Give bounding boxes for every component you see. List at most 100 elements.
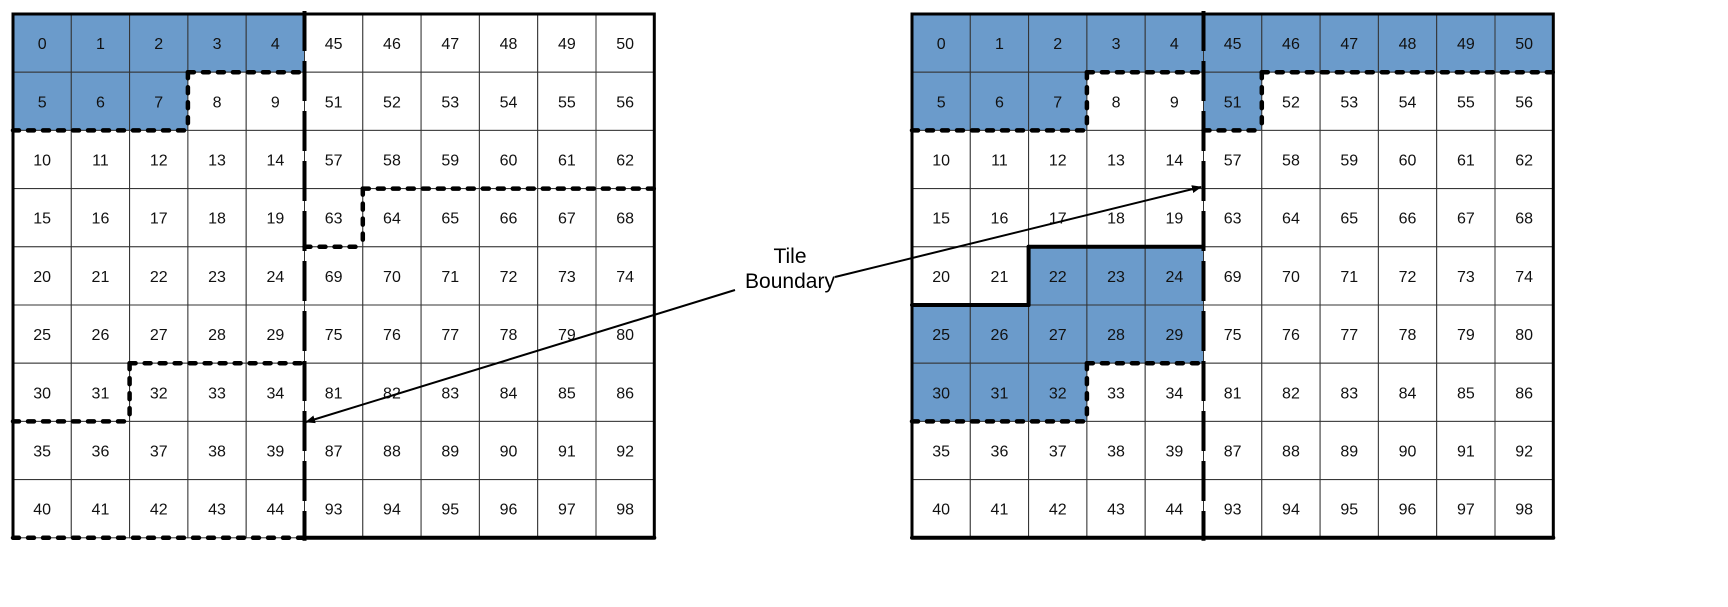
cell-box <box>911 13 971 73</box>
cell-number: 78 <box>500 327 518 344</box>
cell-number: 49 <box>558 36 576 53</box>
grid-cell: 15 <box>911 188 971 248</box>
grid-cell: 81 <box>304 362 364 422</box>
cell-box <box>595 479 655 539</box>
cell-box <box>304 129 364 190</box>
cell-box <box>1203 304 1263 364</box>
grid-cell: 97 <box>1436 479 1496 539</box>
cell-number: 6 <box>96 94 105 111</box>
grid-cell: 88 <box>1261 420 1321 481</box>
cell-box <box>1377 71 1438 131</box>
grid-cell: 71 <box>420 246 480 306</box>
grid-cell: 97 <box>537 479 597 539</box>
cell-number: 98 <box>1515 502 1533 519</box>
grid-cell: 35 <box>12 420 72 481</box>
grid-cell: 27 <box>129 304 189 364</box>
grid-cell: 47 <box>1319 13 1379 73</box>
cell-number: 72 <box>500 269 518 286</box>
cell-number: 45 <box>1224 36 1242 53</box>
cell-number: 21 <box>92 269 110 286</box>
cell-number: 76 <box>383 327 401 344</box>
cell-number: 89 <box>1340 444 1358 461</box>
cell-number: 47 <box>441 36 459 53</box>
cell-number: 40 <box>932 502 950 519</box>
cell-number: 0 <box>937 36 946 53</box>
grid-cell: 34 <box>1144 362 1204 422</box>
cell-number: 12 <box>150 153 168 170</box>
grid-cell: 94 <box>362 479 422 539</box>
cell-box <box>12 129 72 190</box>
cell-number: 52 <box>1282 94 1300 111</box>
cell-number: 1 <box>995 36 1004 53</box>
cell-box <box>1436 188 1496 248</box>
cell-number: 27 <box>1049 327 1067 344</box>
grid-cell: 24 <box>245 246 305 306</box>
cell-number: 32 <box>1049 385 1067 402</box>
grid-cell: 16 <box>969 188 1030 248</box>
cell-number: 69 <box>325 269 343 286</box>
grid-cell: 33 <box>187 362 247 422</box>
cell-number: 93 <box>1224 502 1242 519</box>
cell-number: 17 <box>150 211 168 228</box>
cell-number: 3 <box>213 36 222 53</box>
cell-number: 48 <box>1399 36 1417 53</box>
grid-cell: 53 <box>420 71 480 131</box>
grid-cell: 52 <box>1261 71 1321 131</box>
grid-cell: 37 <box>1028 420 1088 481</box>
grid-cell: 87 <box>304 420 364 481</box>
cell-box <box>1436 129 1496 190</box>
grid-cell: 4 <box>1144 13 1204 73</box>
grid-cell: 72 <box>1377 246 1438 306</box>
cell-number: 39 <box>1165 444 1183 461</box>
cell-box <box>537 71 597 131</box>
cell-box <box>1261 420 1321 481</box>
grid-cell: 95 <box>420 479 480 539</box>
cell-number: 4 <box>1170 36 1179 53</box>
cell-box <box>70 13 131 73</box>
cell-box <box>1144 362 1204 422</box>
cell-number: 61 <box>1457 153 1475 170</box>
cell-box <box>1203 479 1263 539</box>
grid-cell: 32 <box>129 362 189 422</box>
grid-cell: 22 <box>129 246 189 306</box>
cell-box <box>595 246 655 306</box>
tile-boundary-label: Tile Boundary <box>735 244 845 294</box>
cell-number: 91 <box>558 444 576 461</box>
grid-cell: 67 <box>1436 188 1496 248</box>
cell-number: 56 <box>1515 94 1533 111</box>
cell-box <box>1028 420 1088 481</box>
cell-box <box>1086 420 1146 481</box>
cell-number: 10 <box>932 153 950 170</box>
grid-cell: 76 <box>1261 304 1321 364</box>
cell-box <box>1436 420 1496 481</box>
grid-cell: 46 <box>362 13 422 73</box>
grid-cell: 96 <box>478 479 539 539</box>
cell-number: 80 <box>616 327 634 344</box>
grid-cell: 43 <box>1086 479 1146 539</box>
grid-cell: 31 <box>70 362 131 422</box>
cell-box <box>70 420 131 481</box>
cell-number: 7 <box>1053 94 1062 111</box>
cell-box <box>1319 362 1379 422</box>
grid-cell: 6 <box>70 71 131 131</box>
grid-cell: 69 <box>1203 246 1263 306</box>
cell-box <box>1203 362 1263 422</box>
grid-cell: 10 <box>12 129 72 190</box>
cell-number: 20 <box>33 269 51 286</box>
cell-number: 55 <box>558 94 576 111</box>
cell-box <box>245 129 305 190</box>
cell-number: 68 <box>616 211 634 228</box>
cell-box <box>1436 246 1496 306</box>
cell-box <box>1494 304 1554 364</box>
cell-number: 83 <box>441 385 459 402</box>
grid-cell: 79 <box>1436 304 1496 364</box>
grid-cell: 14 <box>1144 129 1204 190</box>
cell-box <box>1144 13 1204 73</box>
cell-box <box>1028 246 1088 306</box>
grid-cell: 75 <box>1203 304 1263 364</box>
grid-cell: 89 <box>1319 420 1379 481</box>
grid-cell: 37 <box>129 420 189 481</box>
cell-number: 56 <box>616 94 634 111</box>
cell-number: 2 <box>154 36 163 53</box>
